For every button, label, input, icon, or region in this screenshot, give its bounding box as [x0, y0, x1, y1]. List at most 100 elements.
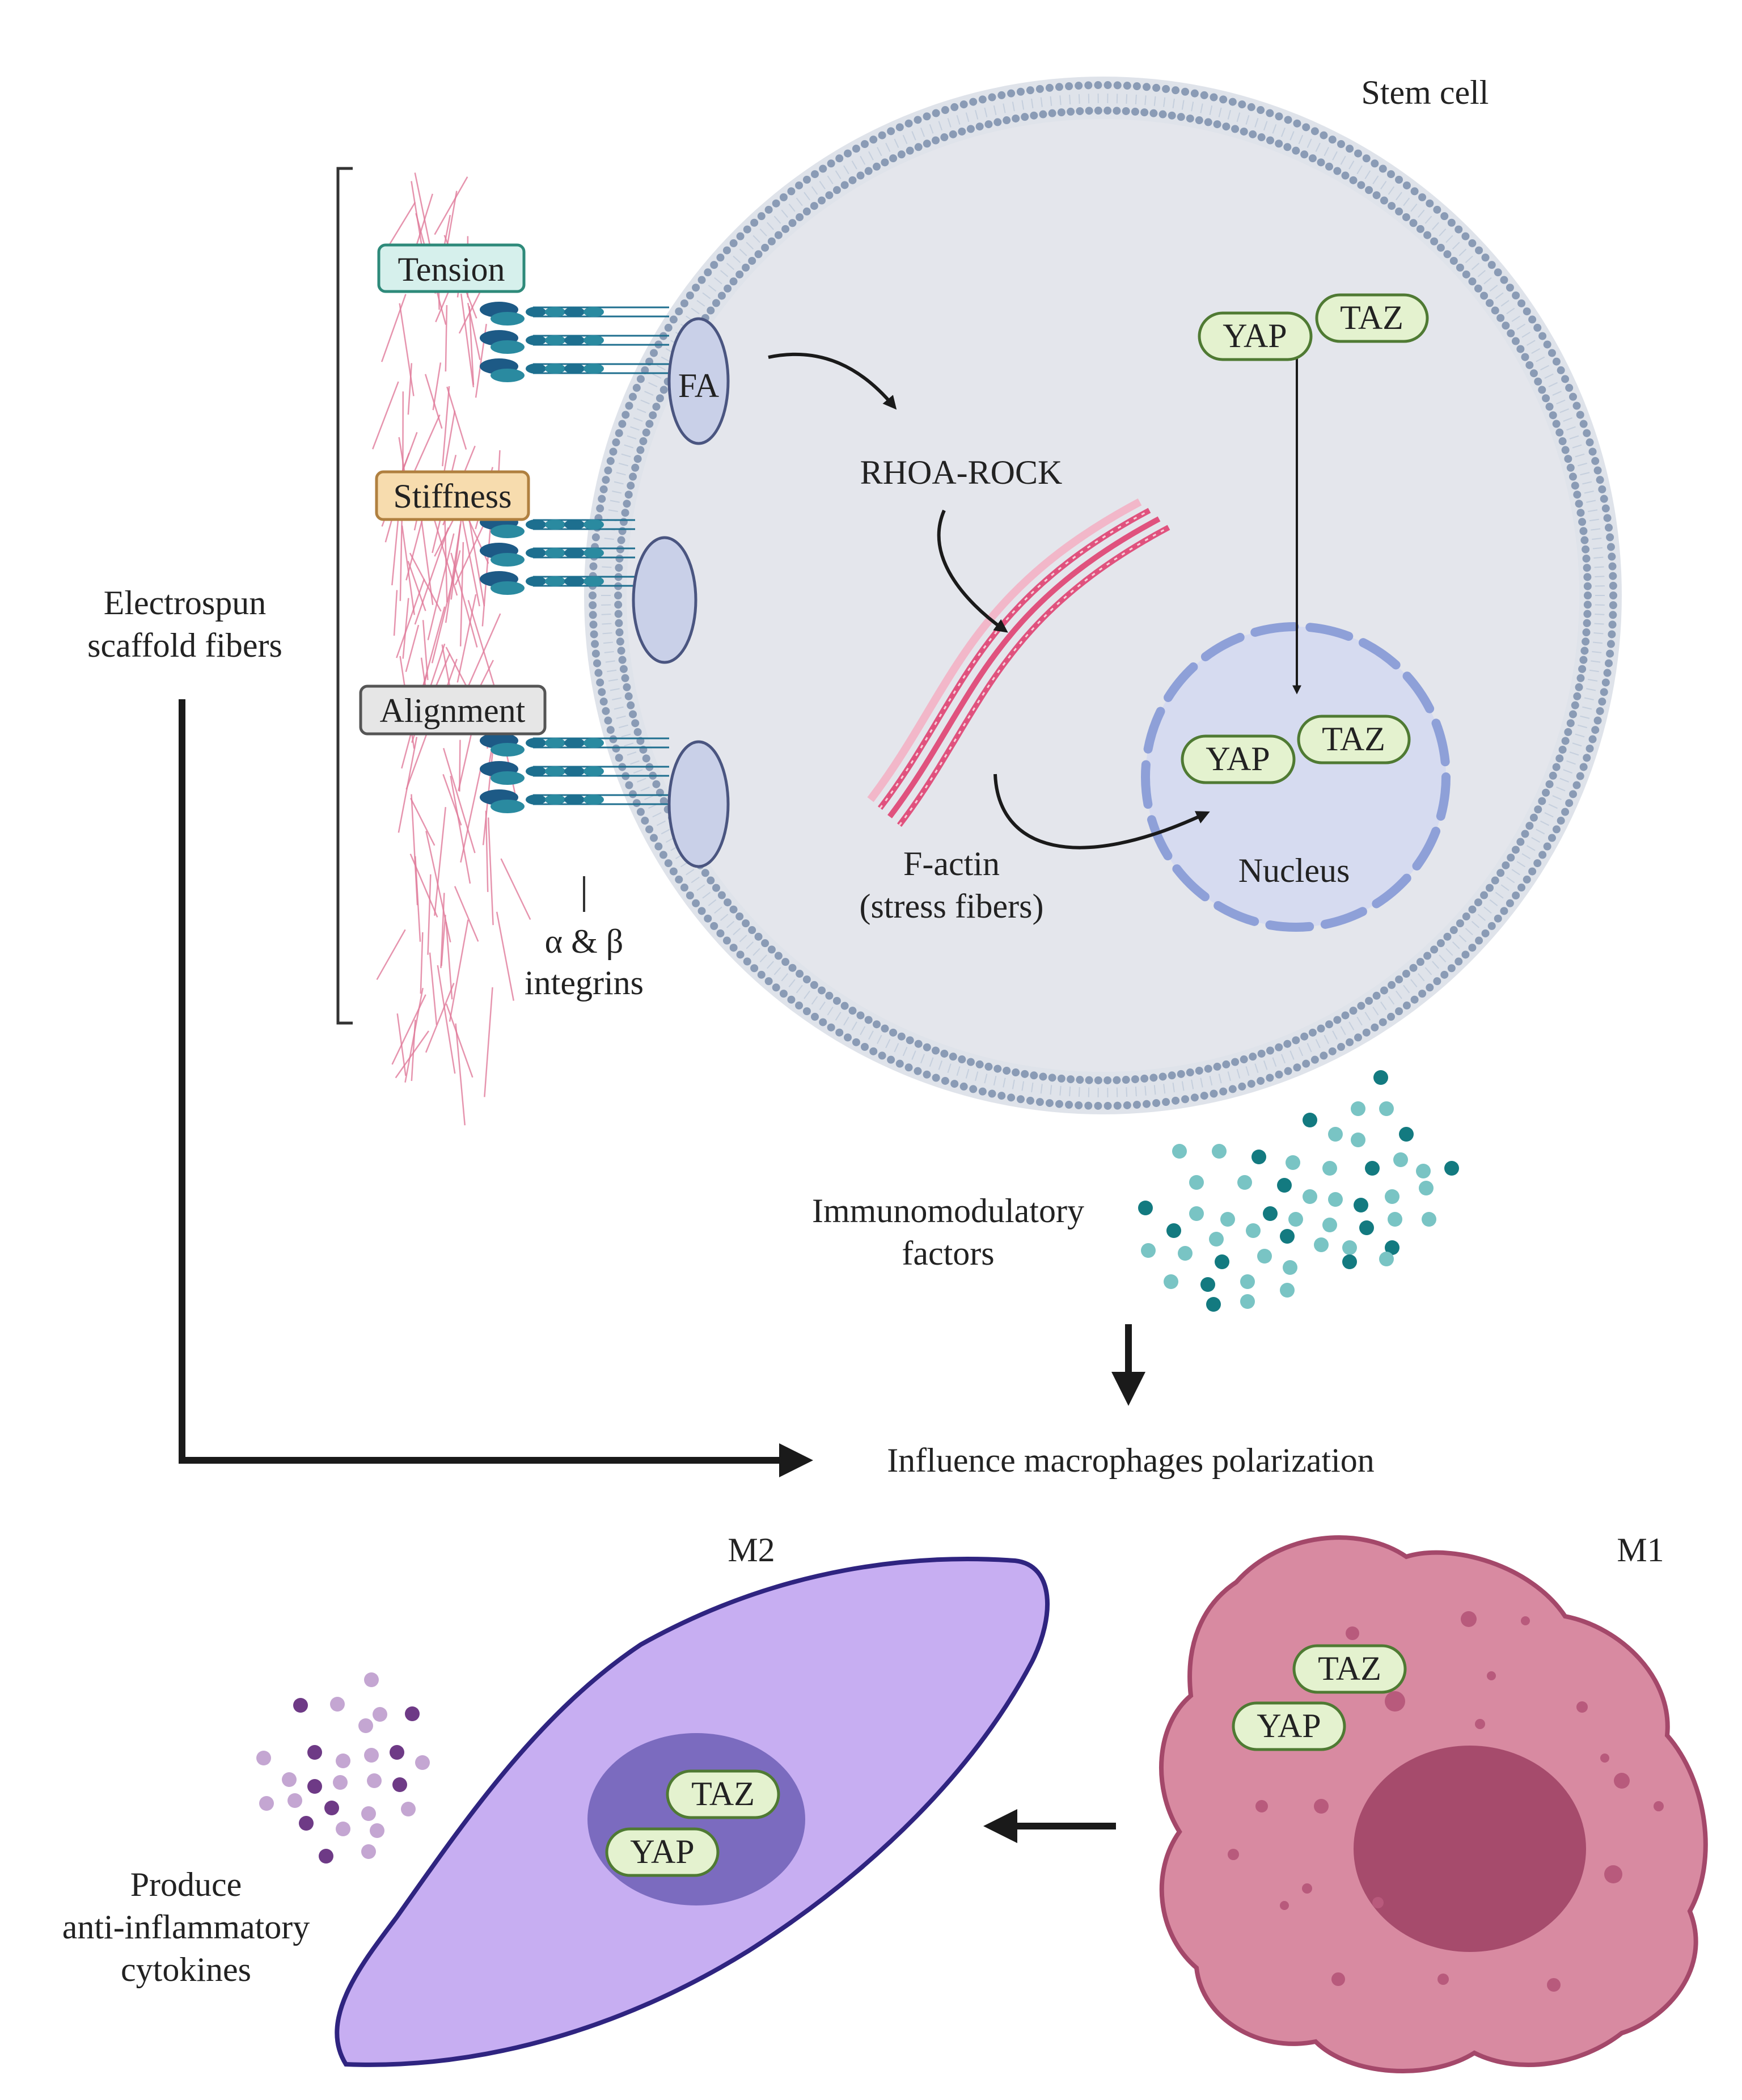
lipid-tail: [640, 399, 650, 405]
lipid-head: [1247, 103, 1255, 111]
lipid-head: [1219, 1087, 1228, 1096]
scaffold-fiber: [445, 922, 453, 1000]
lipid-head: [1529, 369, 1538, 378]
lipid-tail: [652, 812, 662, 818]
lipid-head: [652, 403, 661, 411]
lipid-tail: [618, 724, 628, 729]
integrin-domain: [545, 548, 565, 558]
lipid-head: [591, 533, 600, 542]
scaffold-fiber: [459, 542, 464, 647]
lipid-head: [632, 799, 641, 808]
lipid-head: [625, 781, 633, 789]
lipid-head: [932, 1046, 940, 1055]
lipid-head: [617, 647, 625, 655]
lipid-head: [616, 545, 624, 553]
lipid-head: [796, 970, 804, 978]
lipid-head: [767, 237, 776, 246]
lipid-head: [923, 1070, 931, 1079]
lipid-tail: [604, 650, 614, 653]
scaffold-fiber: [461, 516, 480, 607]
tension-label: Tension: [398, 251, 505, 288]
lipid-head: [701, 869, 709, 877]
lipid-head: [1057, 1074, 1066, 1083]
lipid-head: [659, 386, 668, 394]
lipid-head: [1076, 1076, 1084, 1084]
lipid-head: [1569, 392, 1578, 401]
lipid-tail: [1003, 103, 1006, 113]
lipid-head: [1552, 763, 1561, 771]
scaffold-bracket: [336, 167, 353, 1025]
lipid-head: [615, 754, 623, 762]
lipid-head: [619, 665, 628, 673]
lipid-tail: [938, 1060, 943, 1070]
lipid-head: [1410, 187, 1419, 196]
lipid-head: [1177, 113, 1185, 121]
lipid-head: [1380, 196, 1388, 205]
lipid-tail: [1410, 203, 1418, 212]
lipid-head: [1275, 1070, 1283, 1079]
factor-dot: [1286, 1155, 1300, 1170]
lipid-head: [818, 196, 826, 205]
factor-dot: [1416, 1164, 1431, 1178]
lipid-tail: [1589, 518, 1599, 522]
lipid-head: [619, 518, 628, 526]
lipid-head: [1512, 291, 1520, 299]
lipid-head: [872, 162, 881, 171]
lipid-tail: [633, 417, 643, 422]
factor-dot: [1322, 1218, 1337, 1232]
lipid-head: [1122, 107, 1130, 115]
lipid-head: [1455, 957, 1463, 966]
lipid-head: [1007, 1093, 1016, 1102]
m1-granule: [1600, 1753, 1609, 1763]
lipid-head: [750, 218, 759, 227]
lipid-head: [1181, 87, 1190, 96]
lipid-head: [642, 428, 650, 437]
lipid-head: [627, 481, 635, 490]
lipid-head: [1423, 952, 1432, 960]
lipid-tail: [1227, 1071, 1231, 1081]
lipid-head: [988, 1089, 996, 1098]
lipid-head: [1426, 199, 1434, 208]
lipid-tail: [1556, 399, 1566, 405]
lipid-head: [1300, 150, 1309, 159]
scaffold-fiber: [401, 525, 416, 615]
lipid-head: [1605, 659, 1613, 667]
scaffold-fiber: [414, 527, 450, 625]
immuno-label-line1: Immunomodulatory: [812, 1192, 1084, 1229]
lipid-head: [628, 790, 637, 798]
m1-granule: [1255, 1800, 1268, 1812]
lipid-head: [1512, 891, 1520, 900]
lipid-head: [1506, 284, 1514, 292]
scaffold-fiber: [437, 965, 456, 1074]
lipid-head: [1084, 81, 1093, 90]
lipid-head: [645, 825, 654, 834]
lipid-tail: [752, 948, 760, 956]
integrin-domain: [526, 576, 546, 586]
lipid-tail: [819, 1001, 826, 1011]
lipid-head: [1461, 950, 1470, 959]
lipid-head: [589, 601, 597, 610]
lipid-tail: [1298, 1046, 1304, 1057]
lipid-tail: [993, 1076, 997, 1086]
lipid-tail: [1589, 669, 1599, 673]
yap-label: YAP: [1257, 1707, 1321, 1744]
lipid-head: [1200, 1092, 1208, 1100]
anti-inflammatory-cytokine-dots: [256, 1672, 430, 1864]
stiffness-tag-box: [375, 470, 530, 521]
lipid-head: [612, 438, 620, 447]
integrin-domain: [526, 307, 546, 317]
lipid-tail: [1315, 142, 1321, 152]
lipid-head: [1584, 591, 1592, 599]
lipid-tail: [1544, 812, 1554, 818]
lipid-head: [1162, 84, 1170, 93]
lipid-tail: [1315, 1039, 1321, 1049]
integrin-domain: [584, 576, 604, 586]
lipid-head: [950, 103, 959, 111]
lipid-head: [606, 457, 615, 465]
alignment-tag: Alignment: [359, 684, 547, 736]
scaffold-fiber: [456, 594, 477, 683]
lipid-head: [835, 1028, 844, 1037]
lipid-head: [1021, 113, 1029, 121]
lipid-tail: [1340, 155, 1346, 165]
lipid-tail: [956, 115, 961, 125]
